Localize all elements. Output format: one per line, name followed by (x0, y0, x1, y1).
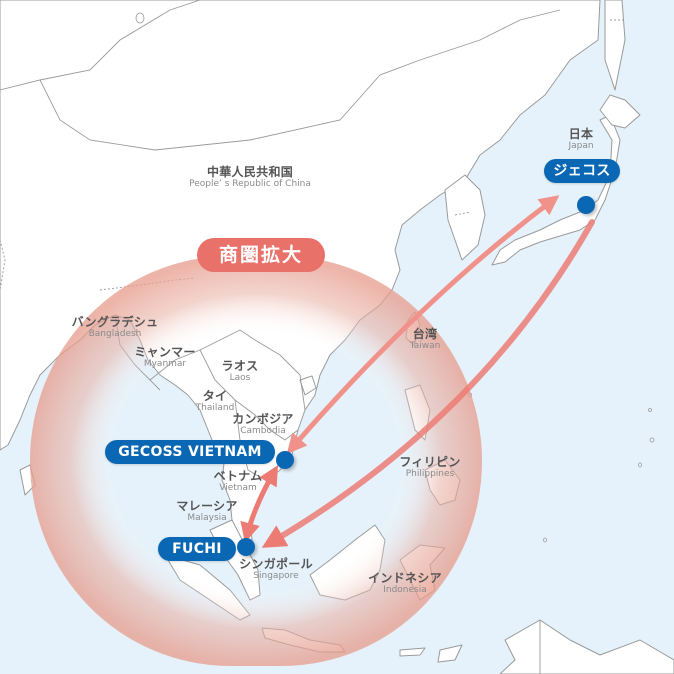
business-expansion-badge: 商圏拡大 (197, 238, 325, 272)
sakhalin (604, 0, 626, 91)
japan-hokkaido (599, 94, 641, 129)
route-japan-vietnam (286, 195, 560, 455)
label-thailand: タイ Thailand (195, 389, 235, 413)
label-vietnam: ベトナム Vietnam (213, 469, 263, 493)
location-marker-japan[interactable] (577, 196, 595, 214)
label-myanmar: ミャンマー Myanmar (134, 345, 196, 369)
location-marker-fuchi[interactable] (237, 538, 255, 556)
location-pill-fuchi[interactable]: FUCHI (158, 537, 236, 561)
route-japan-fuchi (261, 219, 595, 548)
label-cambodia: カンボジア Cambodia (232, 412, 294, 436)
label-philippines: フィリピン Philippines (399, 455, 461, 479)
korea (444, 174, 486, 261)
label-indonesia: インドネシア Indonesia (368, 571, 442, 595)
label-bangladesh: バングラデシュ Bangladesh (71, 315, 159, 339)
timor (437, 644, 463, 663)
location-pill-gecoss-japan[interactable]: ジェコス (544, 159, 620, 183)
label-malaysia: マレーシア Malaysia (176, 499, 238, 523)
location-pill-gecoss-vietnam[interactable]: GECOSS VIETNAM (105, 440, 275, 464)
location-marker-vietnam[interactable] (276, 451, 294, 469)
label-china: 中華人民共和国 People’ s Republic of China (189, 165, 311, 189)
label-singapore: シンガポール Singapore (239, 557, 313, 581)
route-vietnam-fuchi (240, 465, 278, 543)
label-japan: 日本 Japan (568, 127, 594, 151)
label-taiwan: 台湾 Taiwan (409, 327, 441, 351)
lesser-sunda (399, 647, 426, 657)
new-guinea (499, 619, 674, 674)
label-laos: ラオス Laos (221, 359, 259, 383)
